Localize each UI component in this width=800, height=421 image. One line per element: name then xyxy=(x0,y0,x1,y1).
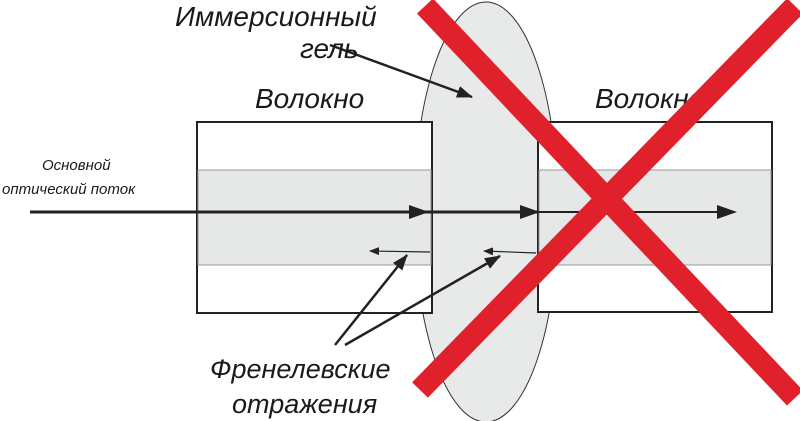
flux-label-line1: Основной xyxy=(42,157,111,174)
reflection-arrow-left xyxy=(369,247,431,256)
fresnel-label-line2: отражения xyxy=(232,389,377,419)
flux-label-line2: оптический поток xyxy=(2,181,136,198)
pointer-arrow-1 xyxy=(334,254,408,346)
fresnel-label-line1: Френелевские xyxy=(210,354,391,384)
fiber-left xyxy=(196,121,433,314)
gel-label-line2: гель xyxy=(300,33,359,64)
cross-mark xyxy=(412,0,800,406)
fiber-left-label: Волокно xyxy=(255,83,364,114)
gel-pointer-arrow xyxy=(329,43,473,99)
gel-label-line1: Иммерсионный xyxy=(175,1,377,32)
pointer-arrow-2 xyxy=(344,254,501,347)
reflection-arrow-right xyxy=(483,247,537,256)
fiber-left-core xyxy=(197,169,432,266)
